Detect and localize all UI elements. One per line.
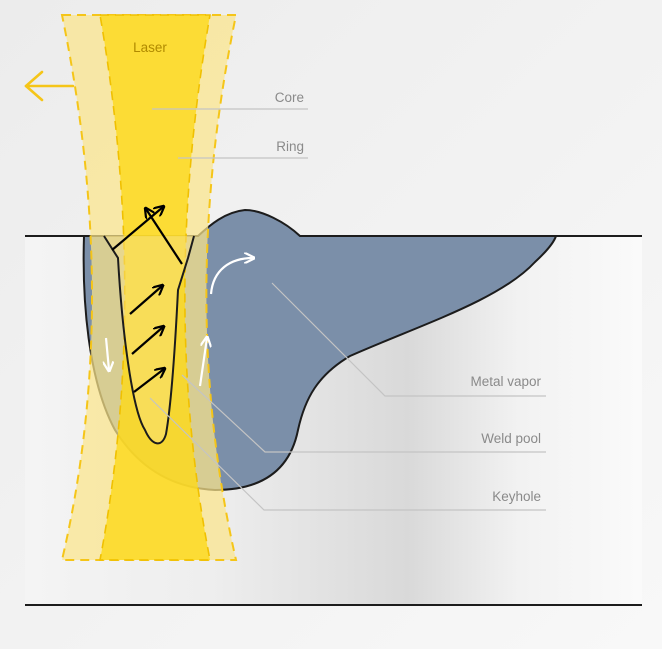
vapor-arrow	[133, 369, 164, 393]
leader-weld-pool	[181, 374, 546, 453]
label-metal-vapor: Metal vapor	[470, 374, 541, 389]
label-laser: Laser	[133, 40, 167, 55]
vapor-arrow	[131, 327, 163, 355]
label-ring: Ring	[276, 139, 304, 154]
flow-arrow	[209, 258, 253, 295]
leader-lines	[149, 108, 546, 511]
vapor-arrows	[111, 207, 183, 393]
flow-arrow	[198, 338, 207, 387]
arrow-left-icon	[24, 70, 75, 102]
leader-metal-vapor	[271, 282, 546, 397]
flow-arrows	[106, 258, 253, 387]
label-core: Core	[275, 90, 304, 105]
label-weld-pool: Weld pool	[481, 431, 541, 446]
vapor-arrow	[129, 286, 162, 315]
flow-arrow	[106, 337, 109, 370]
label-keyhole: Keyhole	[492, 489, 541, 504]
leader-keyhole	[149, 397, 546, 511]
vapor-arrow	[146, 209, 183, 265]
